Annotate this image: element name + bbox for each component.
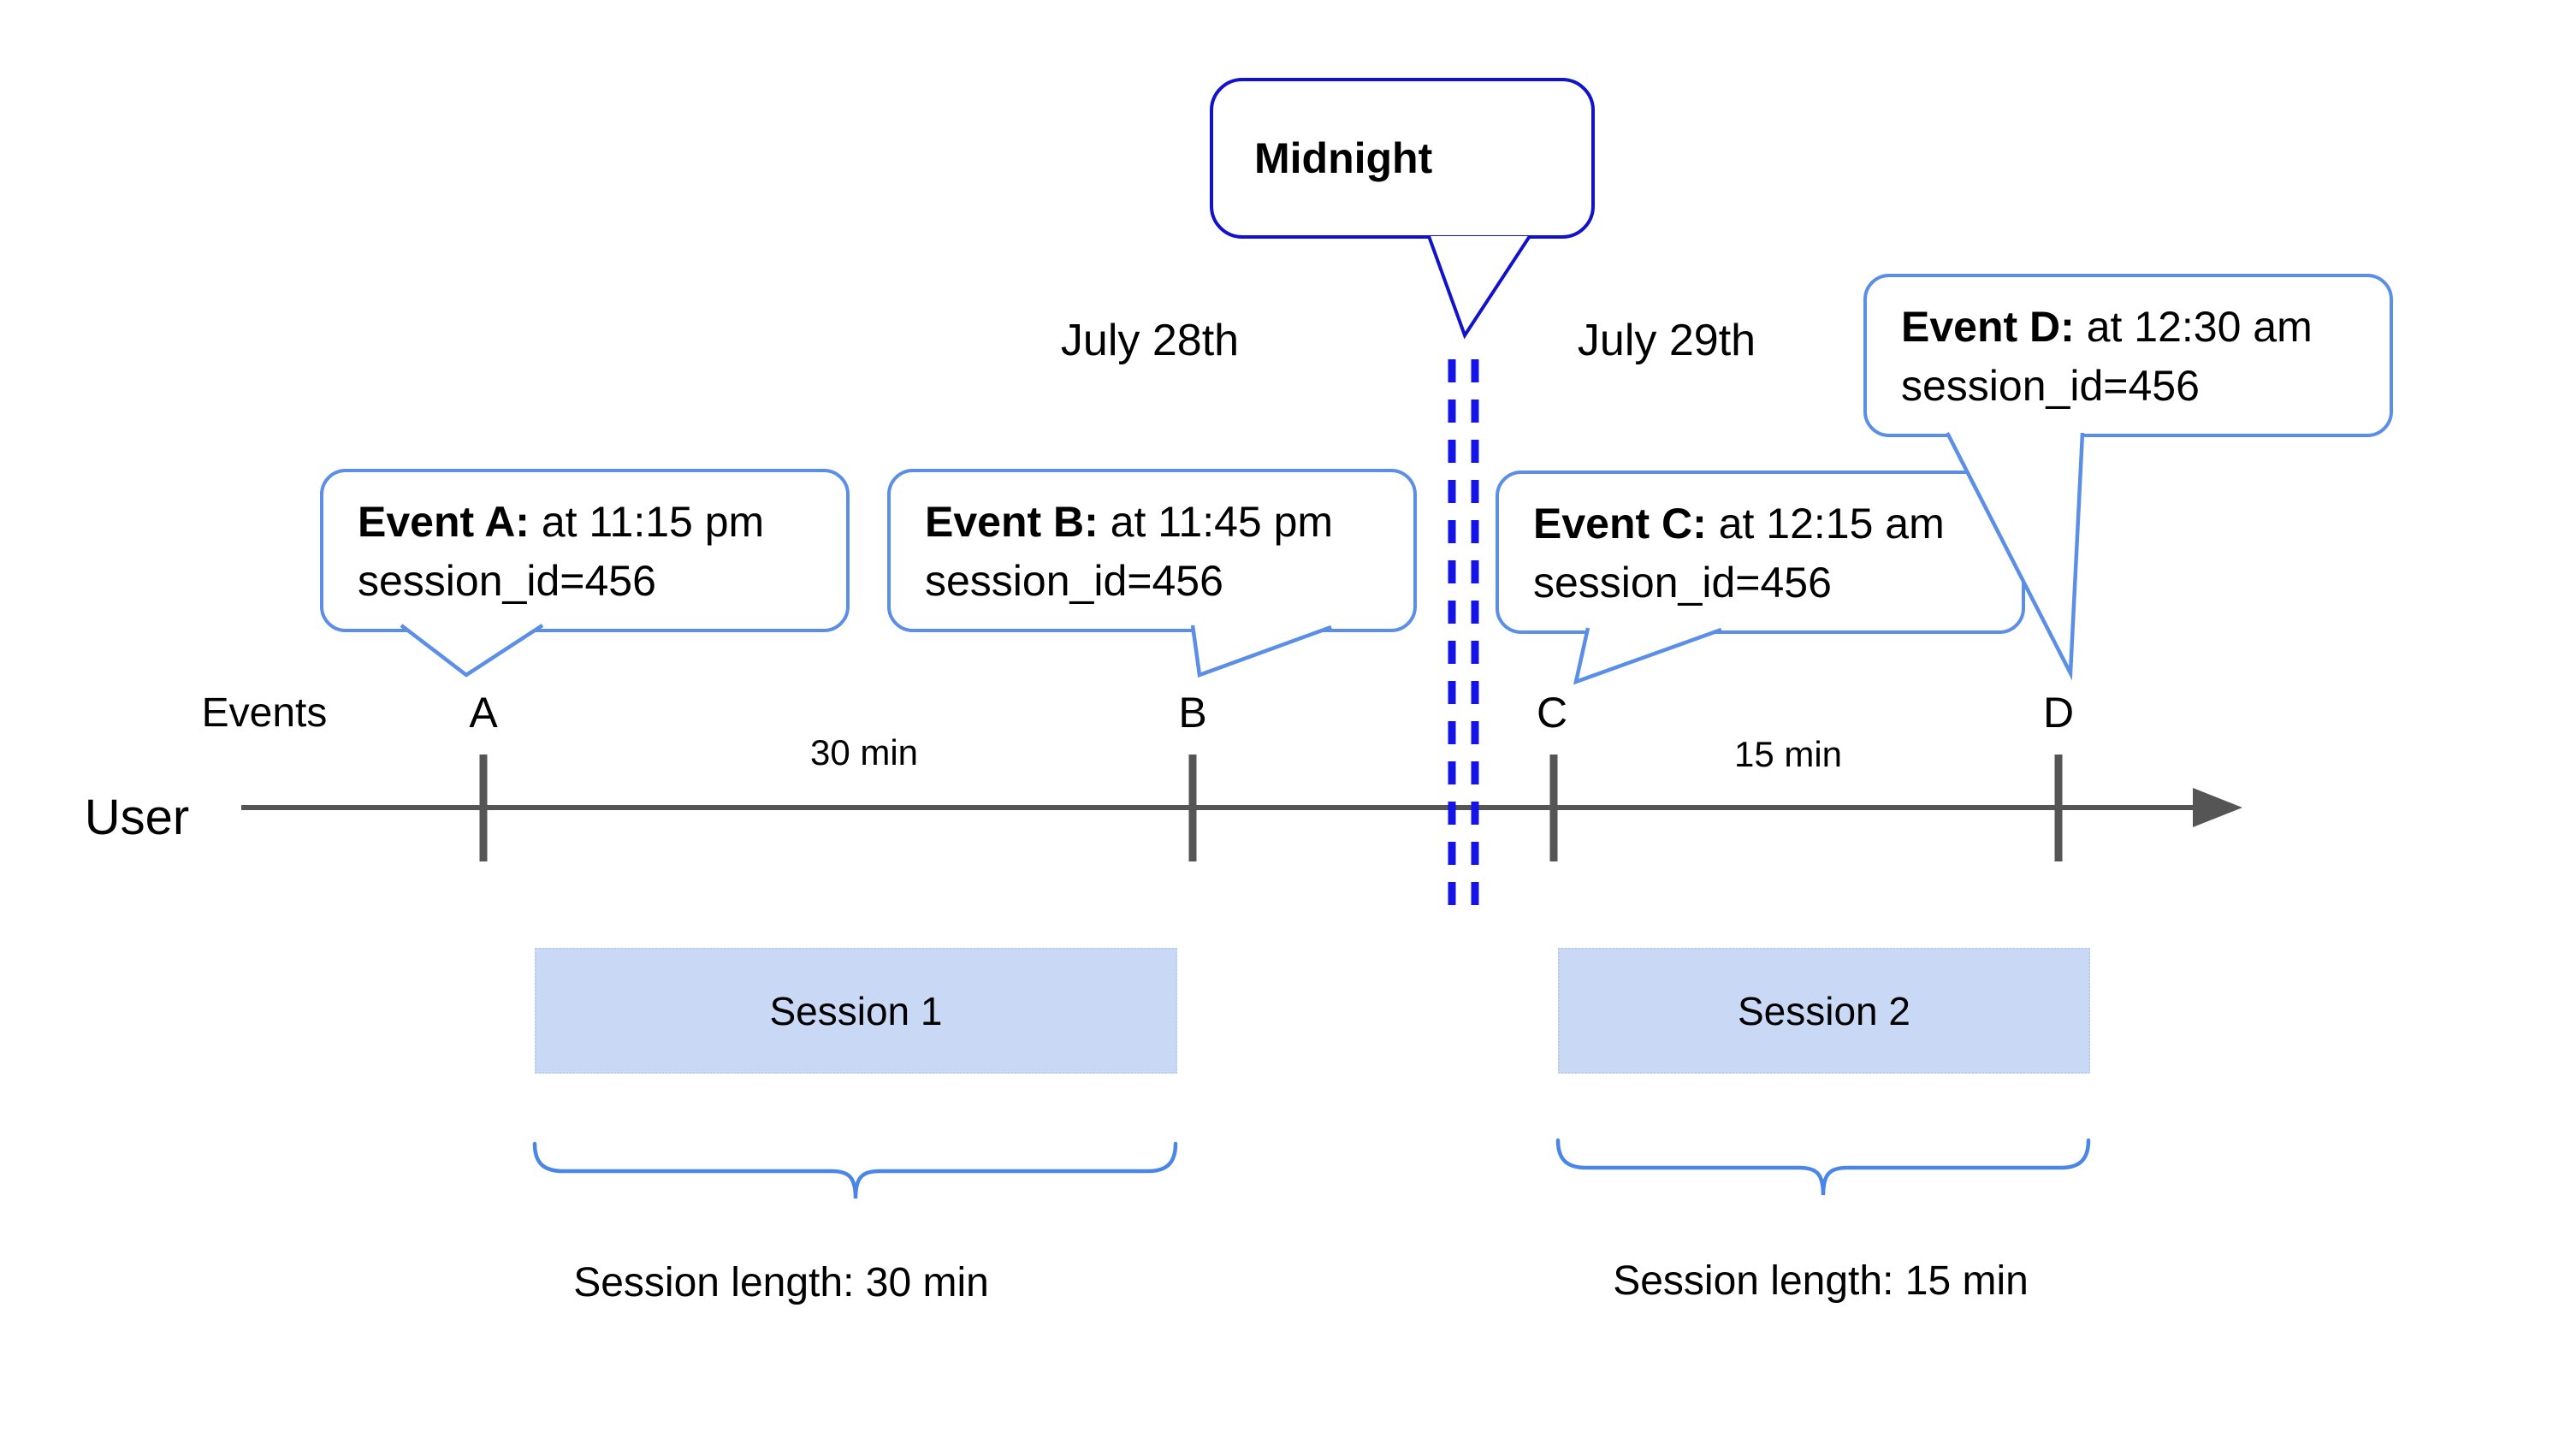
session-1-brace [532, 1141, 1178, 1199]
event-letter-d: D [2042, 689, 2075, 737]
event-a-line1: Event A: at 11:15 pm [358, 498, 765, 546]
events-row-label: Events [201, 690, 328, 736]
event-b-line2: session_id=456 [925, 557, 1223, 605]
session-1-box: Session 1 [535, 948, 1177, 1074]
gap-15min-label: 15 min [1733, 734, 1843, 774]
event-a-callout-pointer [400, 624, 544, 678]
gap-30min-label: 30 min [809, 732, 919, 772]
event-b-callout: Event B: at 11:45 pm session_id=456 [887, 469, 1417, 632]
user-axis-label: User [84, 790, 190, 845]
timeline-arrowhead-icon [2193, 788, 2242, 827]
event-letter-c: C [1536, 689, 1568, 737]
midnight-callout-pointer [1427, 234, 1531, 340]
event-b-callout-pointer [1190, 624, 1332, 678]
date-july-29: July 29th [1577, 316, 1756, 365]
session-1-label: Session 1 [769, 988, 943, 1033]
event-c-line2: session_id=456 [1533, 559, 1832, 607]
session-1-length-label: Session length: 30 min [573, 1260, 989, 1305]
session-2-label: Session 2 [1737, 988, 1910, 1033]
event-letter-a: A [469, 689, 498, 737]
event-c-callout-pointer [1573, 627, 1722, 685]
midnight-callout: Midnight [1210, 78, 1595, 239]
event-letter-b: B [1178, 689, 1207, 737]
midnight-label: Midnight [1254, 134, 1433, 182]
event-a-callout: Event A: at 11:15 pm session_id=456 [320, 469, 850, 632]
event-d-callout: Event D: at 12:30 am session_id=456 [1863, 274, 2393, 437]
session-2-box: Session 2 [1558, 948, 2090, 1074]
event-b-line1: Event B: at 11:45 pm [925, 498, 1334, 546]
event-c-callout: Event C: at 12:15 am session_id=456 [1496, 471, 2025, 634]
date-july-28: July 28th [1060, 316, 1240, 365]
session-2-length-label: Session length: 15 min [1613, 1258, 2029, 1304]
event-d-line1: Event D: at 12:30 am [1901, 303, 2313, 351]
event-c-line1: Event C: at 12:15 am [1533, 500, 1945, 547]
event-d-line2: session_id=456 [1901, 362, 2200, 410]
session-2-brace [1555, 1138, 2091, 1196]
event-a-line2: session_id=456 [358, 557, 656, 605]
